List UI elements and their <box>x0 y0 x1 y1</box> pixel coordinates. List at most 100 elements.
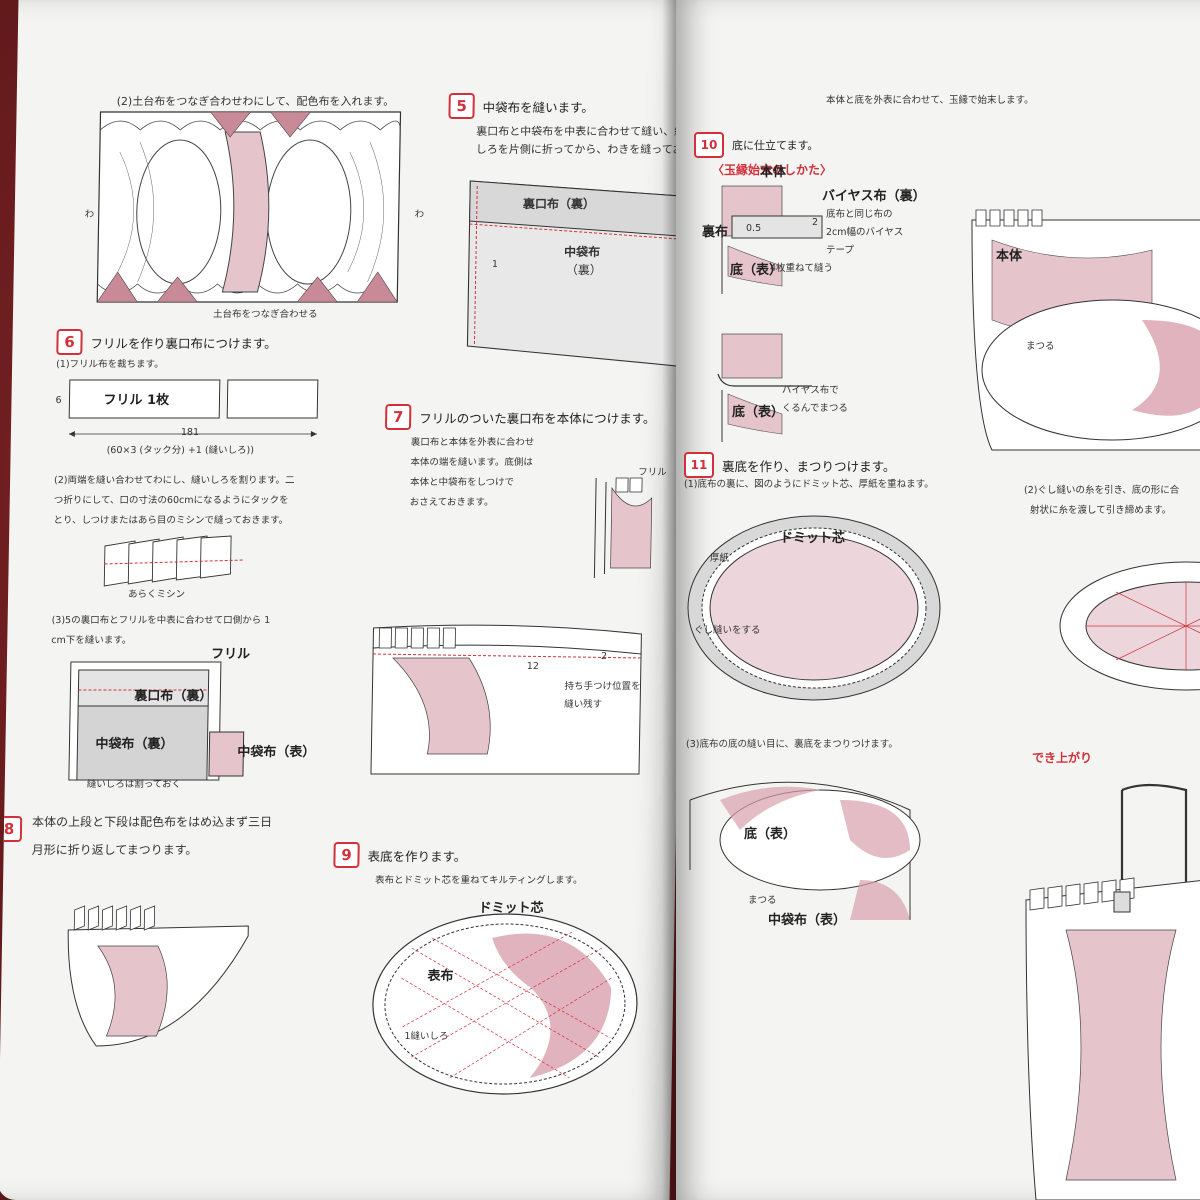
step9-number: 9 <box>333 842 360 868</box>
left-page: (2)土台布をつなぎ合わせわにして、配色布を入れます。 わ わ 土台布をつなぎ合… <box>0 0 691 1200</box>
step11-sub2-2: 射状に糸を渡して引き締めます。 <box>1030 505 1172 516</box>
step10-soko-label: 底（表） <box>730 263 783 278</box>
step6-nakabukuro-omote-label: 中袋布（表） <box>237 745 316 760</box>
step11-domit-label: ドミット芯 <box>780 531 846 546</box>
step11-sub3: (3)底布の底の縫い目に、裏底をまつりつけます。 <box>686 739 898 750</box>
step10-bias-note-3: テープ <box>826 245 854 256</box>
right-top-text: 本体と底を外表に合わせて、玉縁で始末します。 <box>826 95 1034 106</box>
step6-nakabukuro-ura-label: 中袋布（裏） <box>95 737 174 752</box>
step6-sub3-2: cm下を縫います。 <box>51 635 132 646</box>
step6-seam-label: 縫いしろは割っておく <box>86 779 182 790</box>
step5-dim: 1 <box>491 259 498 270</box>
step5-heading: 5 中袋布を縫います。 <box>448 93 594 119</box>
step7-title: フリルのついた裏口布を本体につけます。 <box>419 410 656 426</box>
step6-sub2-1: (2)両端を縫い合わせてわにし、縫いしろを割ります。二 <box>53 475 295 486</box>
step7-body-4: おさえておきます。 <box>409 497 494 508</box>
frill-body-small-illustration <box>593 477 653 578</box>
step7-dim2: 2 <box>600 651 608 662</box>
step6-urakuchi-label: 裏口布（裏） <box>134 689 213 704</box>
step10-wrap-1: バイヤス布で <box>782 385 839 396</box>
frill-width-dim: 181 <box>180 427 200 438</box>
step10-number: 10 <box>694 132 724 158</box>
step10-matsuru-label: まつる <box>1026 341 1055 352</box>
rough-machine-label: あらくミシン <box>128 589 186 600</box>
step10-bias-note-2: 2cm幅のバイヤス <box>826 227 904 238</box>
step6-sub2-2: つ折りにして、口の寸法の60cmになるようにタックを <box>53 495 289 506</box>
label-join-bottom: 土台布をつなぎ合わせる <box>212 309 318 320</box>
step5-number: 5 <box>448 93 475 119</box>
step6-title: フリルを作り裏口布につけます。 <box>90 335 277 351</box>
patchwork-panel-illustration <box>96 111 402 303</box>
finished-bag-illustration <box>1025 783 1200 1200</box>
step10-wrap-2: くるんでまつる <box>782 403 848 414</box>
step7-body-3: 本体と中袋布をしつけで <box>409 477 515 488</box>
step10-sub: 〈玉縁始末のしかた〉 <box>712 163 833 177</box>
step11-matsuru-label: まつる <box>748 895 777 906</box>
step10-hontai2-label: 本体 <box>996 249 1023 264</box>
step7-number: 7 <box>384 404 412 430</box>
lining-bag-illustration <box>466 180 681 367</box>
bag-body-bottom-illustration <box>971 209 1200 451</box>
step7-dim12: 12 <box>526 661 540 672</box>
step5-body-1: 裏口布と中袋布を中表に合わせて縫い、縫い <box>476 125 691 138</box>
step10-fold-label: 4枚重ねて縫う <box>770 263 834 274</box>
step11-atsugami-label: 厚紙 <box>710 553 730 564</box>
step10-heading: 10 底に仕立てます。 <box>694 132 818 158</box>
step10-title: 底に仕立てます。 <box>732 139 819 152</box>
step10-dim2: 2 <box>812 217 819 228</box>
inner-bottom-layers-illustration <box>687 515 941 701</box>
frill-strip-label: フリル 1枚 <box>103 393 170 408</box>
step4-sub-text: (2)土台布をつなぎ合わせわにして、配色布を入れます。 <box>116 95 395 108</box>
step11-number: 11 <box>684 452 714 478</box>
step6-frill-label: フリル <box>210 647 251 662</box>
gathered-bottom-illustration <box>1059 561 1200 691</box>
step9-body: 表布とドミット芯を重ねてキルティングします。 <box>375 875 583 886</box>
step10-bias-note-1: 底布と同じ布の <box>826 209 893 220</box>
frill-formula: (60×3 (タック分) +1 (縫いしろ)) <box>106 445 255 456</box>
step11-heading: 11 裏底を作り、まつりつけます。 <box>684 452 895 478</box>
inner-bottom-attach-illustration <box>689 781 921 920</box>
step7-body-2: 本体の端を縫います。底側は <box>410 457 534 468</box>
step11-gushi-label: ぐし縫いをする <box>694 625 761 636</box>
binding-detail-illustration-2 <box>717 333 812 442</box>
step8-body-2: 月形に折り返してまつります。 <box>31 843 198 857</box>
step9-heading: 9 表底を作ります。 <box>333 842 466 868</box>
step6-number: 6 <box>56 329 83 355</box>
step10-hontai-label: 本体 <box>760 165 787 180</box>
frill-height-dim: 6 <box>55 395 62 406</box>
step9-title: 表底を作ります。 <box>367 848 467 864</box>
step9-seam-label: 1縫いしろ <box>404 1031 449 1042</box>
step5-urakuchi-label: 裏口布（裏） <box>522 197 596 211</box>
step10-soko2-label: 底（表） <box>732 405 785 420</box>
step7-handle-note-2: 縫い残す <box>564 699 603 710</box>
step11-title: 裏底を作り、まつりつけます。 <box>722 458 896 474</box>
step8-number: 8 <box>0 816 23 842</box>
right-page: 本体と底を外表に合わせて、玉縁で始末します。 10 底に仕立てます。 〈玉縁始末… <box>676 0 1200 1200</box>
step11-sub1: (1)底布の裏に、図のようにドミット芯、厚紙を重ねます。 <box>684 479 934 490</box>
crescent-fold-illustration <box>67 905 249 1047</box>
step10-ura-label: 裏布 <box>702 225 729 240</box>
step9-omote-label: 表布 <box>427 969 454 984</box>
tuck-frill-illustration <box>103 535 245 587</box>
binding-detail-illustration-1 <box>721 185 823 294</box>
step5-nakabukuro-label: 中袋布 <box>563 245 601 259</box>
step7-heading: 7 フリルのついた裏口布を本体につけます。 <box>384 404 656 430</box>
step7-body-1: 裏口布と本体を外表に合わせ <box>410 437 535 448</box>
frill-attach-illustration <box>68 661 245 781</box>
step9-domit-label: ドミット芯 <box>478 901 544 916</box>
step10-dim05: 0.5 <box>746 223 762 234</box>
frill-strip-diagram <box>68 379 319 437</box>
step5-nakabukuro-sub: （裏） <box>565 263 602 277</box>
outer-bottom-illustration <box>372 913 638 1095</box>
label-wa-right: わ <box>414 209 425 220</box>
step6-heading: 6 フリルを作り裏口布につけます。 <box>56 329 277 355</box>
step6-sub1: (1)フリル布を裁ちます。 <box>56 359 164 370</box>
step8-body-1: 本体の上段と下段は配色布をはめ込まず三日 <box>32 815 273 829</box>
frill-body-large-illustration <box>370 624 642 775</box>
label-wa-left: わ <box>84 209 95 220</box>
step11-nakabukuro-label: 中袋布（表） <box>768 913 847 928</box>
step6-sub3-1: (3)5の裏口布とフリルを中表に合わせて口側から 1 <box>51 615 271 626</box>
step11-sub2-1: (2)ぐし縫いの糸を引き、底の形に合 <box>1024 485 1180 496</box>
finished-label: でき上がり <box>1032 751 1093 765</box>
